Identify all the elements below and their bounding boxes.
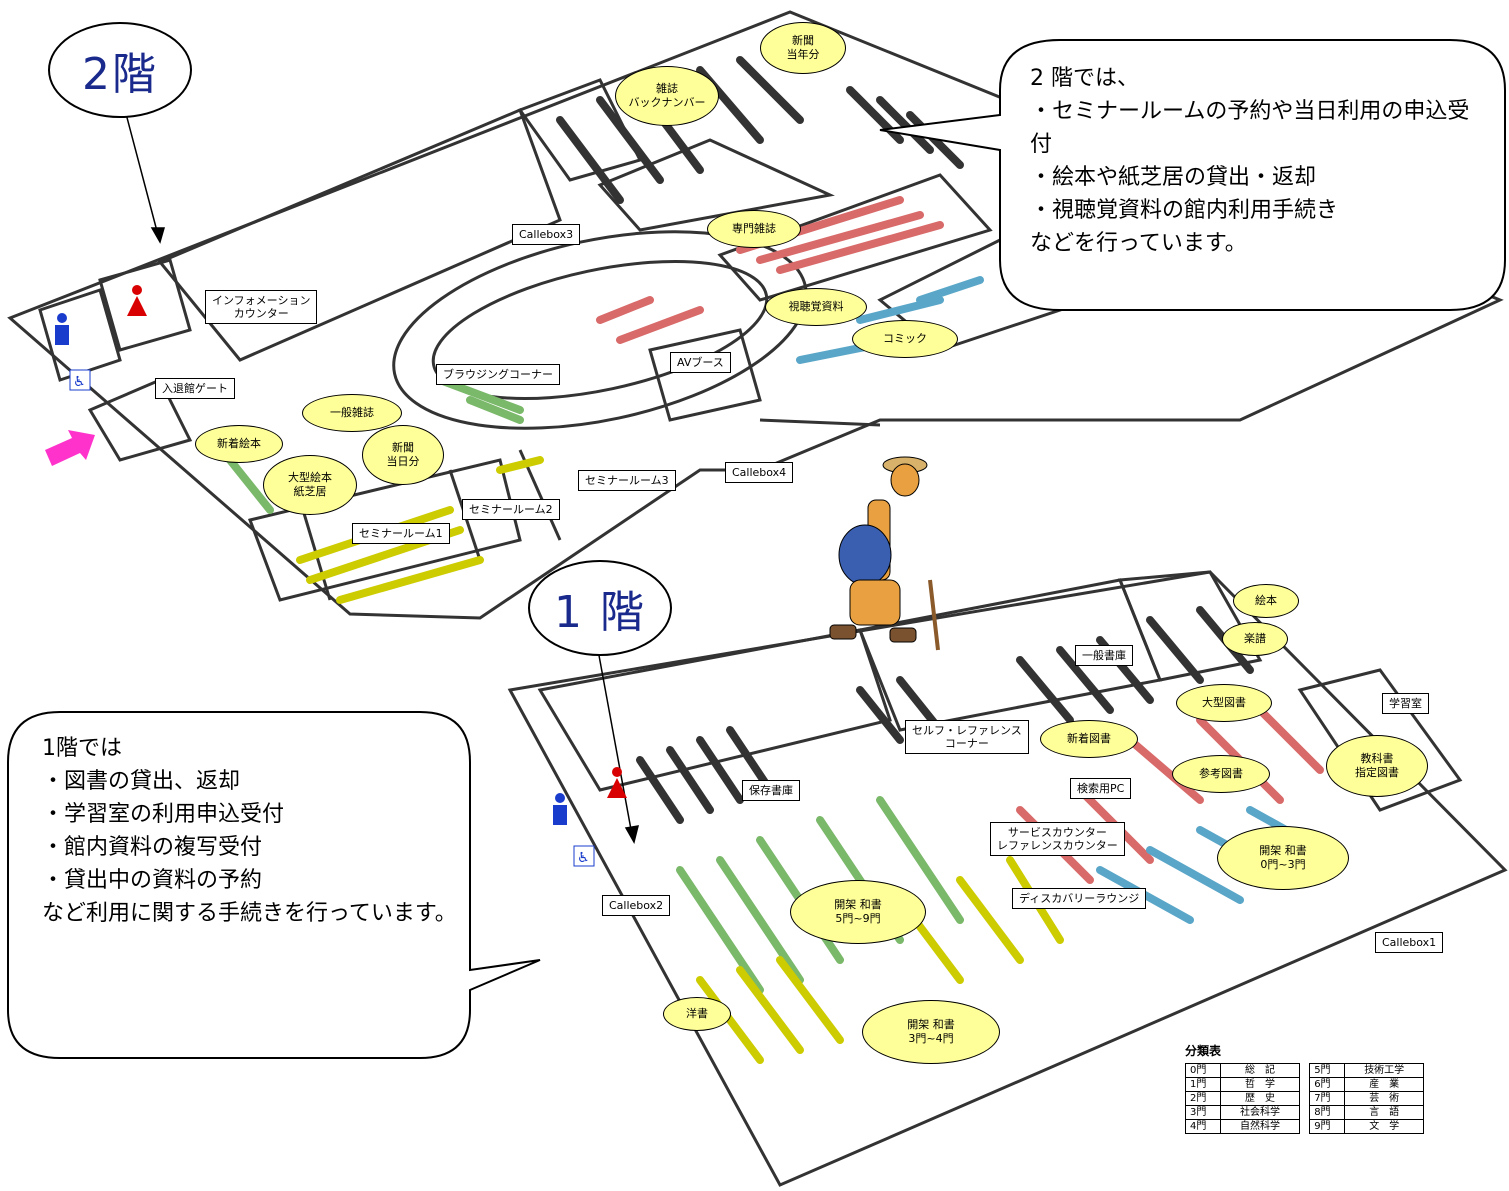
svg-text:♿: ♿ xyxy=(73,374,86,390)
legend-row: 3門社会科学 xyxy=(1185,1105,1300,1120)
callebox1-label[interactable]: Callebox1 xyxy=(1375,932,1444,953)
zone-scores[interactable]: 楽譜 xyxy=(1222,622,1288,656)
zone-foreign-books[interactable]: 洋書 xyxy=(663,997,731,1031)
zone-reference-books[interactable]: 参考図書 xyxy=(1172,755,1270,793)
giraffe-mascot-icon xyxy=(829,456,940,651)
female-restroom-icon xyxy=(607,767,627,798)
legend-row: 6門産 業 xyxy=(1309,1077,1425,1092)
floor1-badge: 1 階 xyxy=(528,560,672,656)
callebox2-label[interactable]: Callebox2 xyxy=(602,895,671,916)
accessible-restroom-icon: ♿ xyxy=(69,369,91,391)
entrance-arrow-icon xyxy=(45,430,95,466)
browsing-corner-label[interactable]: ブラウジングコーナー xyxy=(436,364,560,385)
female-restroom-icon xyxy=(127,285,147,316)
legend-table-left: 0門総 記 1門哲 学 2門歴 史 3門社会科学 4門自然科学 xyxy=(1185,1063,1300,1134)
zone-magazine-back[interactable]: 雑誌 バックナンバー xyxy=(615,66,719,126)
legend-table-right: 5門技術工学 6門産 業 7門芸 術 8門言 語 9門文 学 xyxy=(1309,1063,1425,1134)
legend-row: 9門文 学 xyxy=(1309,1119,1425,1134)
storage-stacks-label[interactable]: 保存書庫 xyxy=(742,780,800,801)
zone-open-jp-3-4[interactable]: 開架 和書 3門~4門 xyxy=(862,1000,1000,1064)
callebox3-label[interactable]: Callebox3 xyxy=(512,224,581,245)
search-pc-label[interactable]: 検索用PC xyxy=(1070,778,1132,799)
zone-special-magazine[interactable]: 専門雑誌 xyxy=(707,210,801,248)
floor1-callout-text: 1階では ・図書の貸出、返却 ・学習室の利用申込受付 ・館内資料の複写受付 ・貸… xyxy=(42,736,457,926)
av-booth-label[interactable]: AVブース xyxy=(670,352,731,373)
floor2-badge-text: 2階 xyxy=(82,49,158,100)
legend-row: 8門言 語 xyxy=(1309,1105,1425,1120)
zone-open-jp-0-3[interactable]: 開架 和書 0門~3門 xyxy=(1217,826,1349,890)
discovery-lounge-label[interactable]: ディスカバリーラウンジ xyxy=(1012,888,1147,909)
zone-picture-books[interactable]: 絵本 xyxy=(1233,584,1299,618)
svg-text:♿: ♿ xyxy=(577,850,590,866)
zone-textbooks[interactable]: 教科書 指定図書 xyxy=(1326,735,1428,797)
legend-row: 0門総 記 xyxy=(1185,1063,1300,1078)
zone-new-picture-books[interactable]: 新着絵本 xyxy=(195,425,283,463)
floor2-callout-text: 2 階では、 ・セミナールームの予約や当日利用の申込受付 ・絵本や紙芝居の貸出・… xyxy=(1030,66,1470,256)
zone-newspaper-day[interactable]: 新聞 当日分 xyxy=(362,425,444,485)
zone-large-books[interactable]: 大型図書 xyxy=(1176,684,1272,722)
zone-new-books[interactable]: 新着図書 xyxy=(1040,720,1138,758)
zone-av-materials[interactable]: 視聴覚資料 xyxy=(765,288,867,326)
zone-newspaper-year[interactable]: 新聞 当年分 xyxy=(760,22,846,74)
zone-comic[interactable]: コミック xyxy=(852,320,958,358)
general-stacks-label[interactable]: 一般書庫 xyxy=(1075,645,1133,666)
zone-open-jp-5-9[interactable]: 開架 和書 5門~9門 xyxy=(790,880,926,944)
legend-row: 4門自然科学 xyxy=(1185,1119,1300,1134)
study-room-label[interactable]: 学習室 xyxy=(1382,693,1429,714)
gate-label[interactable]: 入退館ゲート xyxy=(155,378,235,399)
legend-row: 1門哲 学 xyxy=(1185,1077,1300,1092)
callebox4-label[interactable]: Callebox4 xyxy=(725,462,794,483)
legend-row: 5門技術工学 xyxy=(1309,1063,1425,1078)
legend-row: 7門芸 術 xyxy=(1309,1091,1425,1106)
male-restroom-icon xyxy=(553,793,567,825)
callout-bubbles xyxy=(7,39,1506,1059)
service-counter-label[interactable]: サービスカウンター レファレンスカウンター xyxy=(990,822,1125,856)
accessible-restroom-icon: ♿ xyxy=(573,845,595,867)
floor1-plan xyxy=(507,570,1508,1187)
seminar-room3-label[interactable]: セミナールーム3 xyxy=(578,470,676,491)
floor1-badge-text: 1 階 xyxy=(554,587,646,638)
badge-arrows xyxy=(124,109,640,844)
floor1-shelves xyxy=(636,606,1344,1064)
self-reference-label[interactable]: セルフ・レファレンス コーナー xyxy=(905,720,1029,754)
legend-title: 分類表 xyxy=(1185,1044,1222,1058)
zone-general-magazine[interactable]: 一般雑誌 xyxy=(302,394,402,432)
male-restroom-icon xyxy=(55,313,69,345)
floor2-badge: 2階 xyxy=(48,22,192,118)
info-counter-label[interactable]: インフォメーション カウンター xyxy=(205,290,318,324)
classification-legend: 分類表 0門総 記 1門哲 学 2門歴 史 3門社会科学 4門自然科学 5門技術… xyxy=(1185,1042,1430,1134)
seminar-room2-label[interactable]: セミナールーム2 xyxy=(462,499,560,520)
zone-big-picture-books[interactable]: 大型絵本 紙芝居 xyxy=(263,455,357,515)
seminar-room1-label[interactable]: セミナールーム1 xyxy=(352,523,450,544)
legend-row: 2門歴 史 xyxy=(1185,1091,1300,1106)
